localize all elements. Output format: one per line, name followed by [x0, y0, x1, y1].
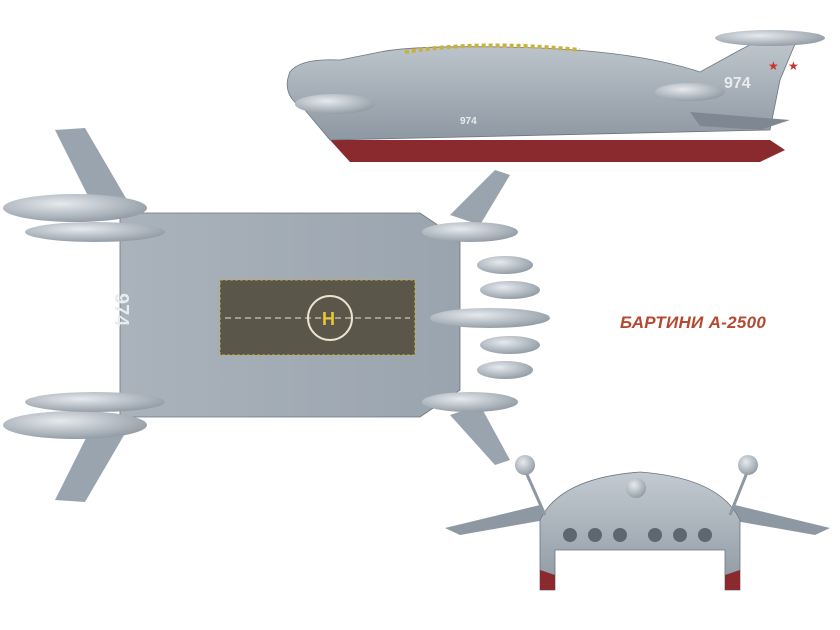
front-hull: [539, 471, 741, 591]
side-view: 974 974 ★ ★: [286, 30, 825, 162]
front-keel: [540, 570, 740, 590]
front-pylon-right: [728, 469, 750, 516]
top-engine-pod: [480, 336, 540, 354]
helipad-h: H: [322, 309, 335, 329]
front-engine-left: [515, 455, 535, 475]
top-engine-pod: [3, 194, 147, 222]
top-engine-pod: [422, 392, 518, 412]
top-engine-pod: [480, 281, 540, 299]
front-engine-center: [626, 478, 646, 498]
front-view: [445, 455, 830, 591]
top-engine-pod: [477, 256, 533, 274]
star-icon: ★: [788, 59, 799, 73]
top-engine-pod: [422, 222, 518, 242]
top-fin-upper: [450, 170, 510, 225]
top-wing-lower: [55, 420, 130, 502]
side-engine-pod-rear: [655, 83, 725, 101]
front-wing-left: [445, 505, 545, 535]
side-tail-tip: [715, 30, 825, 46]
side-tail-number: 974: [724, 75, 751, 92]
top-wing-upper: [55, 128, 130, 210]
front-engine-row: [563, 528, 712, 542]
top-engine-pod: [3, 411, 147, 439]
top-fin-lower: [450, 405, 510, 465]
top-engine-pod: [430, 308, 550, 328]
front-wing-right: [730, 505, 830, 535]
star-icon: ★: [768, 59, 779, 73]
side-hull-number: 974: [460, 116, 477, 127]
side-stabilizer: [690, 112, 790, 130]
top-number: 974: [110, 293, 132, 327]
helipad-circle: [307, 295, 353, 341]
side-engine-pod: [295, 94, 375, 114]
front-engine-right: [738, 455, 758, 475]
top-view: H 974: [3, 128, 550, 502]
side-keel: [330, 140, 785, 162]
top-engine-pod: [25, 222, 165, 242]
top-engine-pod: [25, 392, 165, 412]
caption: БАРТИНИ А-2500: [620, 313, 767, 332]
top-engine-pod: [477, 361, 533, 379]
front-pylon-left: [523, 469, 547, 516]
